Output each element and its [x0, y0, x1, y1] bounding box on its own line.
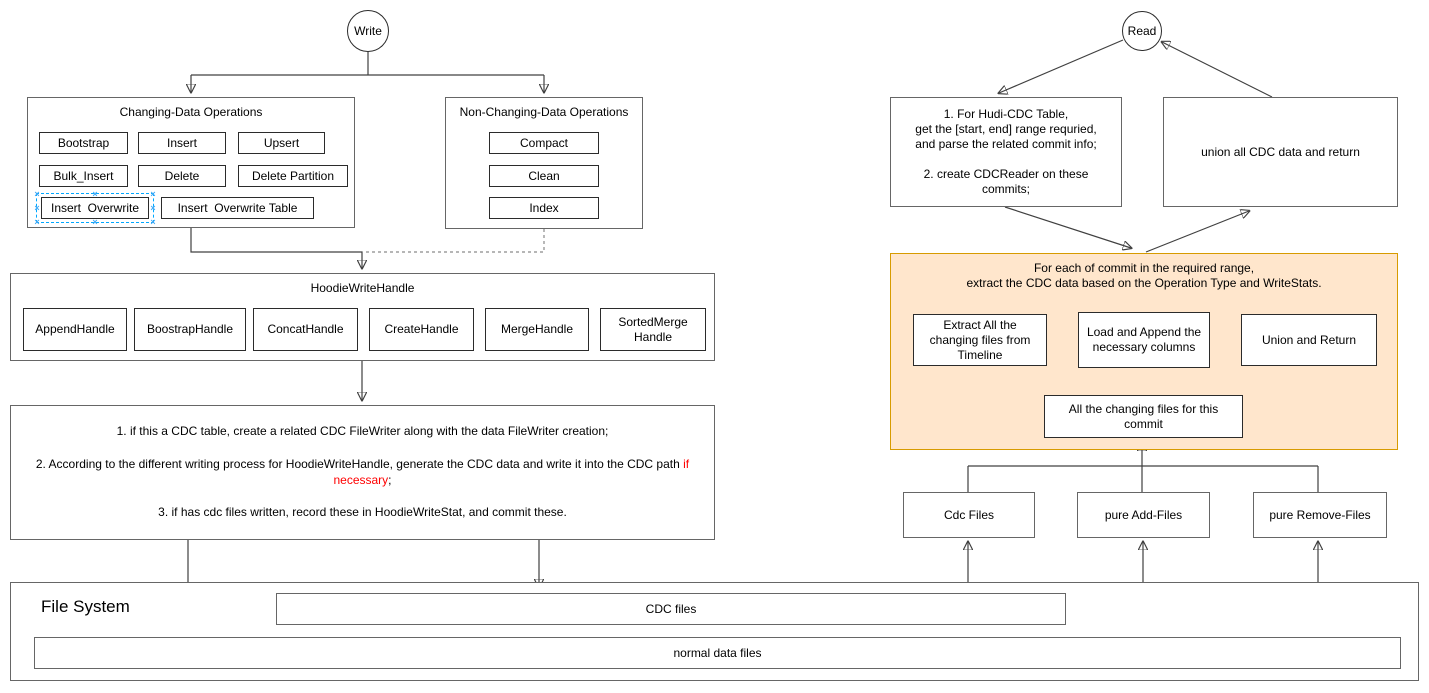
- connector-nonchanging-dashed: [364, 229, 545, 253]
- op-delete[interactable]: Delete: [138, 165, 226, 187]
- load-append-columns-box[interactable]: Load and Append the necessary columns: [1078, 312, 1210, 368]
- per-commit-title: For each of commit in the required range…: [966, 261, 1322, 290]
- extract-changing-files-box[interactable]: Extract All the changing files from Time…: [913, 314, 1047, 366]
- op-index[interactable]: Index: [489, 197, 599, 219]
- op-insert-overwrite[interactable]: Insert Overwrite: [41, 197, 149, 219]
- hoodie-write-handle-title: HoodieWriteHandle: [310, 281, 415, 295]
- connector-write-split: [191, 52, 544, 76]
- write-step-3: 3. if has cdc files written, record thes…: [158, 505, 567, 520]
- connector-percommit-to-union: [1145, 211, 1249, 253]
- non-changing-data-operations-box[interactable]: Non-Changing-Data Operations Compact Cle…: [445, 97, 643, 229]
- hoodie-write-handle-box[interactable]: HoodieWriteHandle AppendHandle BoostrapH…: [10, 273, 715, 361]
- connector-range-to-percommit: [1004, 206, 1131, 248]
- pure-add-files-box[interactable]: pure Add-Files: [1077, 492, 1210, 538]
- op-insert[interactable]: Insert: [138, 132, 226, 154]
- connector-branch: [967, 465, 1319, 492]
- handle-boostrap[interactable]: BoostrapHandle: [134, 308, 246, 351]
- handle-concat[interactable]: ConcatHandle: [253, 308, 358, 351]
- op-upsert[interactable]: Upsert: [238, 132, 325, 154]
- cdc-write-steps-box[interactable]: 1. if this a CDC table, create a related…: [10, 405, 715, 540]
- handle-merge[interactable]: MergeHandle: [485, 308, 589, 351]
- selection-handle[interactable]: ×: [34, 189, 40, 199]
- file-system-title: File System: [41, 597, 130, 616]
- non-changing-data-operations-title: Non-Changing-Data Operations: [459, 105, 629, 119]
- if-necessary-highlight: if necessary: [333, 456, 690, 487]
- op-bootstrap[interactable]: Bootstrap: [39, 132, 128, 154]
- file-system-box[interactable]: File System CDC files normal data files: [10, 582, 1419, 681]
- op-insert-overwrite-table[interactable]: Insert Overwrite Table: [161, 197, 314, 219]
- union-and-return-box[interactable]: Union and Return: [1241, 314, 1377, 366]
- handle-create[interactable]: CreateHandle: [369, 308, 474, 351]
- selection-handle[interactable]: ×: [150, 189, 156, 199]
- handle-append[interactable]: AppendHandle: [23, 308, 127, 351]
- selection-handle[interactable]: ×: [92, 189, 98, 199]
- all-changing-files-box[interactable]: All the changing files for this commit: [1044, 395, 1243, 438]
- union-all-cdc-box[interactable]: union all CDC data and return: [1163, 97, 1398, 207]
- selection-handle[interactable]: ×: [150, 217, 156, 227]
- per-commit-container[interactable]: For each of commit in the required range…: [890, 253, 1398, 450]
- selection-outline-insert-overwrite[interactable]: × × × × × × × ×: [34, 189, 156, 227]
- normal-data-files-box[interactable]: normal data files: [34, 637, 1401, 669]
- connector-changing-to-handle: [190, 228, 362, 268]
- cdc-files-store-box[interactable]: CDC files: [276, 593, 1066, 625]
- write-step-1: 1. if this a CDC table, create a related…: [116, 424, 609, 439]
- handle-sorted-merge[interactable]: SortedMerge Handle: [600, 308, 706, 351]
- op-delete-partition[interactable]: Delete Partition: [238, 165, 348, 187]
- connector-read-to-range: [999, 39, 1124, 93]
- connector-union-to-read: [1162, 42, 1273, 98]
- selection-handle[interactable]: ×: [150, 203, 156, 213]
- pure-remove-files-box[interactable]: pure Remove-Files: [1253, 492, 1387, 538]
- write-step-2: 2. According to the different writing pr…: [35, 456, 690, 487]
- op-bulk-insert[interactable]: Bulk_Insert: [39, 165, 128, 187]
- selection-handle[interactable]: ×: [92, 217, 98, 227]
- write-label: Write: [354, 24, 382, 38]
- op-clean[interactable]: Clean: [489, 165, 599, 187]
- write-start-node[interactable]: Write: [347, 10, 389, 52]
- changing-data-operations-box[interactable]: Changing-Data Operations Bootstrap Inser…: [27, 97, 355, 228]
- selection-handle[interactable]: ×: [34, 203, 40, 213]
- op-compact[interactable]: Compact: [489, 132, 599, 154]
- read-range-box[interactable]: 1. For Hudi-CDC Table, get the [start, e…: [890, 97, 1122, 207]
- cdc-files-box[interactable]: Cdc Files: [903, 492, 1035, 538]
- read-start-node[interactable]: Read: [1122, 11, 1162, 51]
- read-label: Read: [1127, 24, 1157, 38]
- selection-handle[interactable]: ×: [34, 217, 40, 227]
- changing-data-operations-title: Changing-Data Operations: [119, 105, 263, 119]
